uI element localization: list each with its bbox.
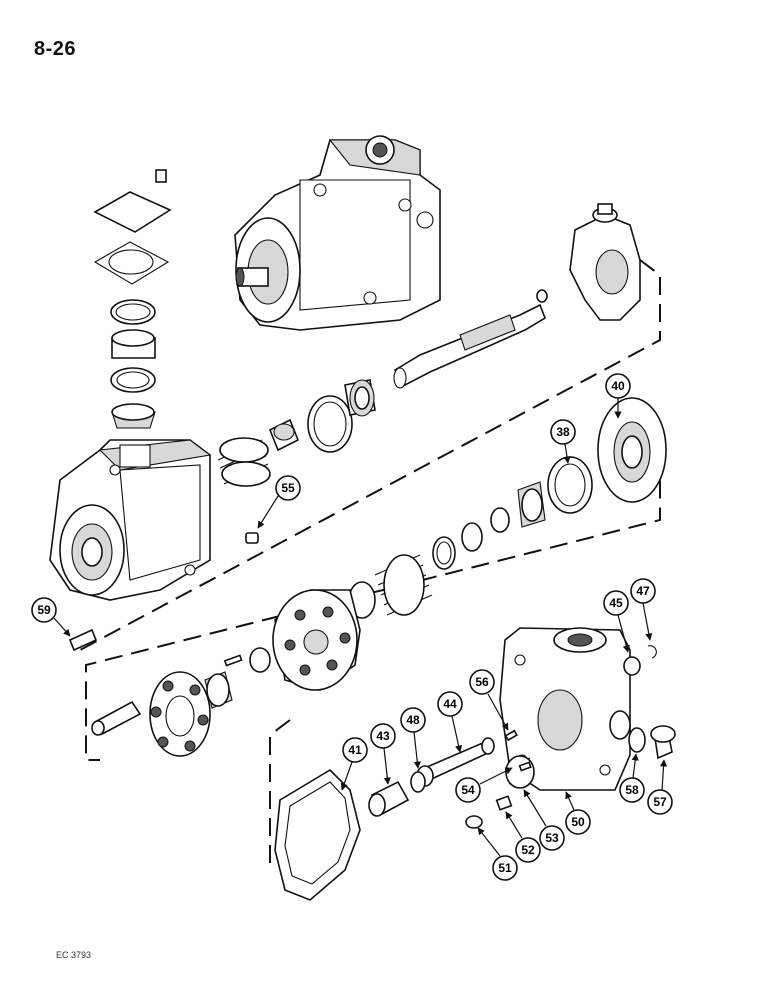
svg-text:53: 53: [545, 831, 559, 845]
svg-text:50: 50: [571, 815, 585, 829]
svg-text:48: 48: [406, 713, 420, 727]
page-number: 8-26: [34, 38, 77, 60]
callout-54[interactable]: 54: [455, 767, 513, 803]
callout-44[interactable]: 44: [437, 691, 463, 753]
rotating-group: [223, 554, 433, 691]
svg-text:47: 47: [636, 584, 650, 598]
pump-body: [49, 439, 212, 601]
svg-text:54: 54: [461, 783, 475, 797]
callout-41[interactable]: 41: [340, 737, 368, 791]
svg-text:38: 38: [556, 425, 570, 439]
svg-text:56: 56: [475, 675, 489, 689]
swash-block: [569, 203, 641, 321]
callout-45[interactable]: 45: [603, 590, 630, 653]
callout-53[interactable]: 53: [523, 789, 565, 851]
callout-47[interactable]: 47: [630, 578, 656, 641]
svg-text:41: 41: [348, 743, 362, 757]
svg-text:43: 43: [376, 729, 390, 743]
svg-text:45: 45: [609, 596, 623, 610]
callout-38[interactable]: 38: [550, 419, 576, 464]
bearing-and-thrust-plate: [432, 397, 667, 570]
gasket: [274, 768, 361, 901]
callout-52[interactable]: 52: [505, 811, 541, 863]
svg-text:55: 55: [281, 481, 295, 495]
spring-bushing: [217, 418, 300, 544]
callout-57[interactable]: 57: [647, 759, 673, 815]
svg-text:44: 44: [443, 697, 457, 711]
callout-51[interactable]: 51: [477, 827, 518, 881]
svg-text:51: 51: [498, 861, 512, 875]
callout-48[interactable]: 48: [400, 707, 426, 769]
callout-58[interactable]: 58: [619, 753, 645, 803]
drive-shaft: [393, 289, 548, 389]
svg-text:57: 57: [653, 795, 667, 809]
shoe-plate-and-retainer: [68, 628, 233, 757]
figure-code: EC 3793: [56, 950, 92, 960]
svg-text:40: 40: [611, 379, 625, 393]
callout-40[interactable]: 40: [605, 373, 631, 419]
cover-stack: [93, 169, 172, 429]
callout-50[interactable]: 50: [565, 791, 591, 835]
assembled-pump: [234, 135, 441, 331]
callouts: 40 38 55 59 45 47 56: [31, 373, 673, 881]
svg-text:59: 59: [37, 603, 51, 617]
valve-block: [499, 627, 676, 791]
callout-43[interactable]: 43: [370, 723, 396, 785]
callout-59[interactable]: 59: [31, 597, 71, 637]
svg-text:58: 58: [625, 783, 639, 797]
callout-55[interactable]: 55: [257, 475, 301, 529]
callout-56[interactable]: 56: [469, 669, 509, 731]
svg-text:52: 52: [521, 843, 535, 857]
shaft-bearings: [307, 379, 376, 453]
